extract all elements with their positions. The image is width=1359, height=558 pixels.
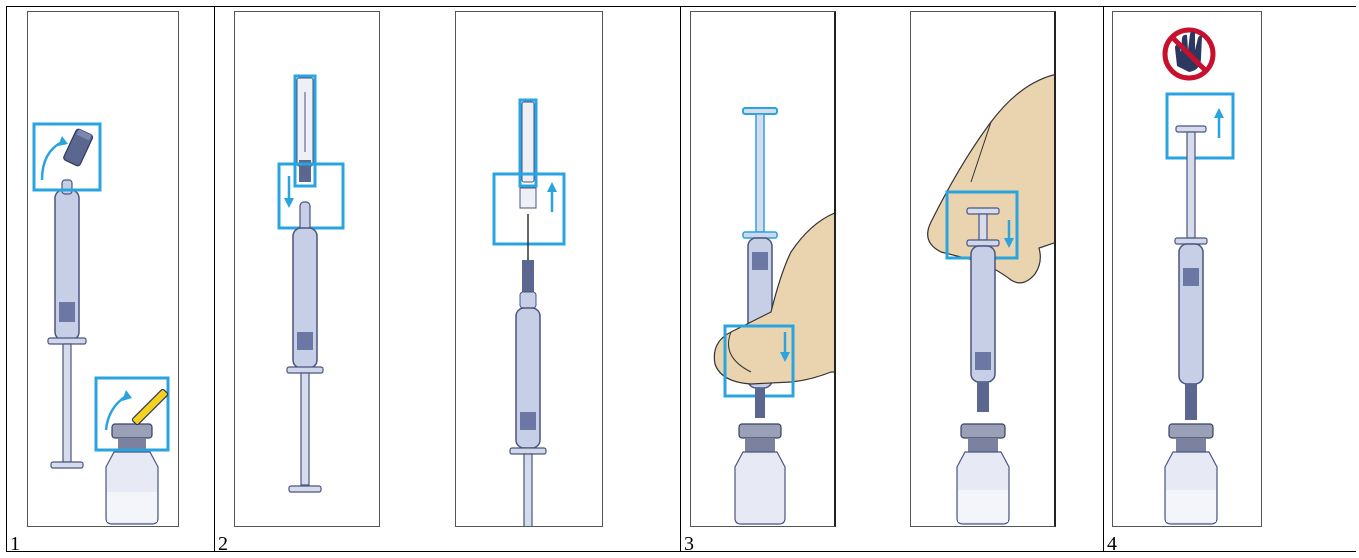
step-number: 3: [684, 533, 694, 555]
plunger-rod: [755, 113, 765, 233]
step-number: 1: [10, 533, 20, 555]
syringe-tip: [61, 179, 73, 195]
syringe-tip: [519, 291, 537, 309]
step-4-panel: [1112, 11, 1262, 527]
yellow-cap-icon: [131, 388, 169, 426]
plunger-head: [966, 207, 1000, 215]
syringe-barrel: [1178, 243, 1204, 385]
step-3b-illustration: [927, 74, 1054, 525]
vial-cap: [111, 423, 153, 439]
finger-flange: [966, 239, 1000, 247]
step-4-illustration: [1162, 27, 1235, 525]
hand: [927, 74, 1054, 284]
highlight-box-do-not-pull: [1165, 92, 1235, 160]
step-number: 2: [218, 533, 228, 555]
step-3-panel-b: [910, 11, 1056, 527]
step-1-cell: 1: [7, 7, 215, 555]
step-2b-illustration: [492, 98, 566, 526]
vial-body: [734, 451, 786, 525]
highlight-box-vial-cap: [94, 376, 170, 452]
step-3-panel-a: [690, 11, 836, 527]
plunger-rod: [300, 372, 310, 486]
plunger-rod: [978, 213, 988, 241]
step-2-cell: 2: [215, 7, 681, 555]
instruction-table: 1: [6, 6, 1357, 555]
finger-flange: [286, 366, 324, 374]
no-hand-icon: [1162, 27, 1216, 81]
highlight-box-tip-cap: [32, 122, 102, 192]
finger-flange: [1174, 237, 1208, 245]
plunger-head: [1175, 125, 1207, 133]
step-3a-illustration: [713, 107, 834, 525]
blue-arrow-icon: [40, 140, 63, 181]
step-4-cell: 4: [1104, 7, 1357, 555]
step-3-cell: 3: [681, 7, 1104, 555]
step-2a-illustration: [277, 74, 345, 493]
plunger-rod: [62, 343, 72, 463]
step-1-illustration: [32, 122, 170, 525]
step-2-panel-b: [455, 11, 603, 527]
finger-flange: [47, 337, 87, 345]
plunger-rod: [1186, 131, 1196, 239]
highlight-box-needle-top: [293, 74, 317, 188]
vial-cap: [1168, 423, 1214, 439]
step-2-panel-a: [234, 11, 380, 527]
tip-cap-icon: [63, 128, 94, 167]
vial-cap: [738, 423, 782, 439]
finger-flange: [742, 231, 778, 239]
plunger-rod: [523, 453, 533, 526]
step-1-panel: [27, 11, 179, 527]
vial-cap: [960, 423, 1006, 439]
highlight-box-cap-lift: [492, 172, 566, 246]
needle-cap: [521, 101, 535, 183]
plunger-head: [50, 461, 84, 469]
finger-flange: [509, 447, 547, 455]
plunger-head: [742, 107, 778, 115]
needle-hub: [522, 260, 534, 292]
hand: [713, 212, 834, 385]
plunger-head: [288, 485, 322, 493]
highlight-box-cap-removal: [518, 98, 538, 188]
syringe-stopper: [59, 302, 75, 322]
step-number: 4: [1107, 533, 1117, 555]
